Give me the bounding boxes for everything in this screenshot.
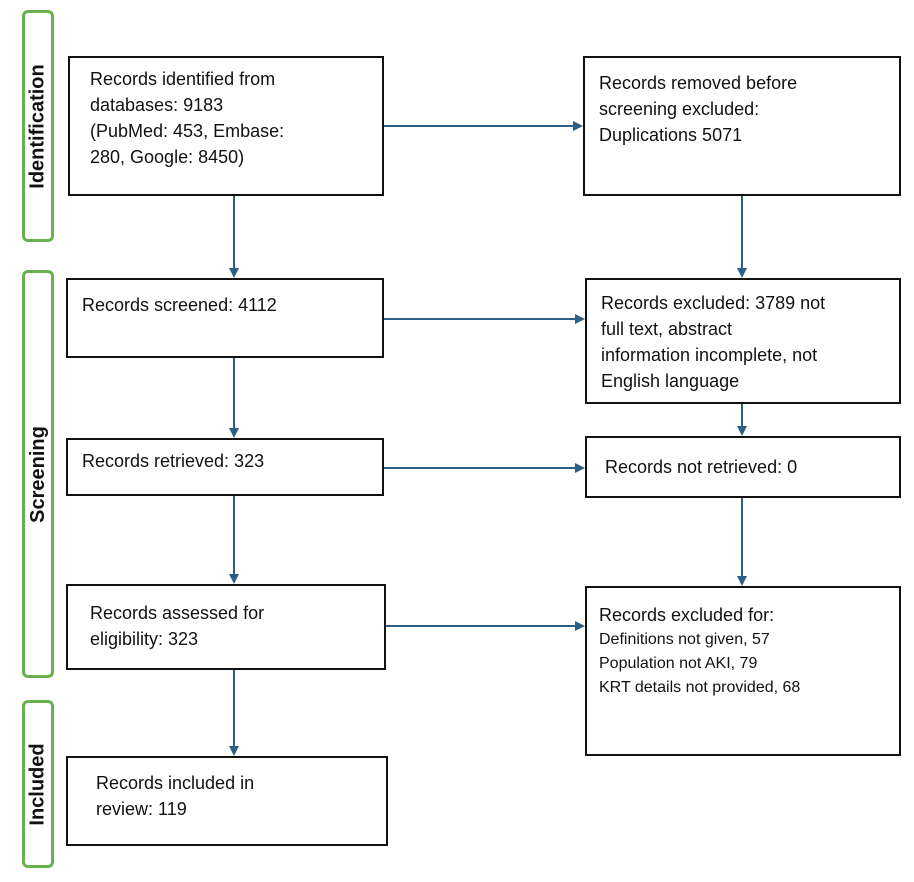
records-removed-text: Records removed before screening exclude…: [599, 73, 798, 145]
records-removed-box: Records removed before screening exclude…: [583, 56, 901, 196]
records-included-box: Records included in review: 119: [66, 756, 388, 846]
records-screened-text: Records screened: 4112: [82, 295, 277, 315]
phase-included: Included: [22, 700, 54, 868]
records-screened-box: Records screened: 4112: [66, 278, 384, 358]
records-identified-text: Records identified from databases: 9183 …: [90, 69, 285, 167]
phase-identification: Identification: [22, 10, 54, 242]
records-not-retrieved-text: Records not retrieved: 0: [605, 457, 798, 477]
records-assessed-text: Records assessed for eligibility: 323: [90, 603, 265, 649]
records-retrieved-box: Records retrieved: 323: [66, 438, 384, 496]
records-not-retrieved-box: Records not retrieved: 0: [585, 436, 901, 498]
records-included-text: Records included in review: 119: [96, 773, 255, 819]
records-retrieved-text: Records retrieved: 323: [82, 451, 265, 471]
records-assessed-box: Records assessed for eligibility: 323: [66, 584, 386, 670]
records-identified-box: Records identified from databases: 9183 …: [68, 56, 384, 196]
records-excluded-eligibility-box: Records excluded for: Definitions not gi…: [585, 586, 901, 756]
exclusion-reason: Definitions not given, 57: [599, 631, 770, 648]
exclusion-reason: Population not AKI, 79: [599, 655, 758, 672]
records-excluded-screening-text: Records excluded: 3789 not full text, ab…: [601, 293, 826, 391]
phase-screening: Screening: [22, 270, 54, 678]
excluded-eligibility-title: Records excluded for:: [599, 605, 775, 625]
exclusion-reason: KRT details not provided, 68: [599, 679, 801, 696]
records-excluded-screening-box: Records excluded: 3789 not full text, ab…: [585, 278, 901, 404]
